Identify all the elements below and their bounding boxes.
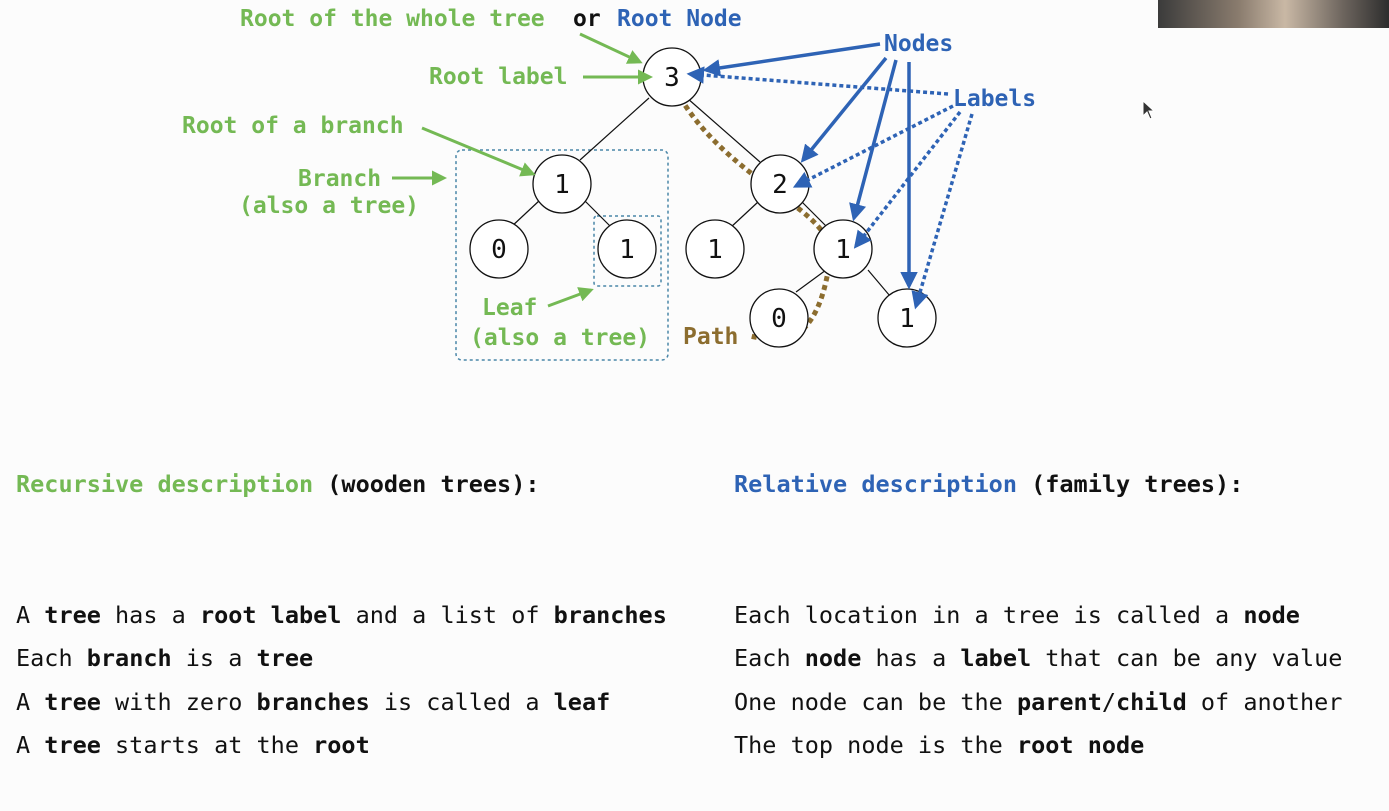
tree-node: 1 [597,219,657,279]
svg-text:1: 1 [554,170,570,200]
edge [801,201,827,227]
annotation-labels: Labels [953,86,1036,112]
arrow-label-2 [792,104,954,188]
branch-box [455,149,669,361]
relative-description-line: Each node has a label that can be any va… [734,644,1343,672]
annotation-root-node: Root Node [617,6,742,32]
edge [686,97,761,163]
recursive-description-heading: Recursive description (wooden trees): [16,470,540,498]
tree-node: 0 [469,219,529,279]
tree-node: 1 [532,154,592,214]
annotation-leaf-sub: (also a tree) [470,325,650,351]
tree-node: 1 [685,219,745,279]
arrow-label-leaf [911,113,974,310]
tree-node: 1 [813,219,873,279]
svg-text:0: 0 [771,304,787,334]
edge [509,199,541,229]
annotation-root-of-branch: Root of a branch [182,113,404,139]
arrow-label-root [686,66,949,96]
relative-description-heading: Relative description (family trees): [734,470,1244,498]
relative-description: Relative description (family trees): Eac… [734,376,1342,811]
annotation-branch: Branch [298,166,381,192]
annotation-branch-sub: (also a tree) [239,193,419,219]
annotation-root-whole-tree: Root of the whole tree [240,6,545,32]
path-line [669,80,833,342]
mouse-cursor-icon [1142,100,1156,120]
svg-text:2: 2 [772,170,788,200]
arrow-label-1 [853,110,962,249]
arrow-node-1 [849,59,898,222]
svg-text:1: 1 [835,235,851,265]
arrow-root-whole-tree [579,32,643,64]
svg-text:1: 1 [707,235,723,265]
edge [583,199,613,229]
annotation-leaf: Leaf [482,295,537,321]
annotation-nodes: Nodes [884,31,953,57]
recursive-description-line: A tree with zero branches is called a le… [16,687,611,716]
recursive-description-line: A tree has a root label and a list of br… [16,600,667,629]
edge [729,201,759,229]
annotation-root-label: Root label [429,64,567,90]
tree-node: 0 [749,288,809,348]
tree-node: 1 [877,288,937,348]
edge [795,269,827,293]
recursive-description-line: Each branch is a tree [16,644,314,672]
edge [867,269,891,297]
arrow-root-of-branch [421,126,536,177]
relative-description-line: Each location in a tree is called a node [734,600,1300,629]
recursive-description-line: A tree starts at the root [16,731,370,759]
webcam-thumbnail [1158,0,1389,28]
tree-diagram: 3 1 2 0 1 1 1 0 1 Root of the whole tree… [182,6,1036,361]
leaf-box [593,215,662,287]
arrow-node-root [702,42,881,77]
relative-description-line: One node can be the parent/child of anot… [734,687,1343,716]
svg-text:0: 0 [491,235,507,265]
annotation-or: or [573,6,601,32]
tree-edges [509,97,891,297]
blue-label-arrows [686,66,974,310]
edge [579,97,650,161]
green-arrows [392,32,653,308]
svg-text:1: 1 [619,235,635,265]
annotation-path: Path [683,324,738,350]
svg-text:3: 3 [664,63,680,93]
tree-node-root: 3 [642,47,702,107]
svg-text:1: 1 [899,304,915,334]
relative-description-line: The top node is the root node [734,731,1145,759]
arrow-leaf [547,287,594,308]
blue-node-arrows [702,42,918,290]
arrow-node-2 [800,56,888,163]
recursive-description: Recursive description (wooden trees): A … [16,376,667,811]
